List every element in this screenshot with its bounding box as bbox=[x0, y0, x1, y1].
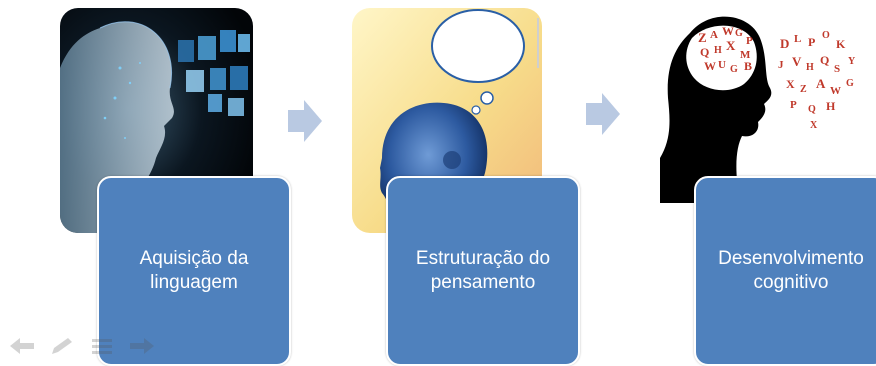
step-box-development: Desenvolvimento cognitivo bbox=[694, 176, 876, 366]
letter-glyph: P bbox=[746, 35, 753, 47]
letter-glyph: M bbox=[740, 49, 751, 61]
letter-glyph: U bbox=[718, 59, 726, 71]
letter-glyph: Z bbox=[800, 84, 807, 95]
forward-arrow-icon[interactable] bbox=[128, 336, 156, 356]
step-box-acquisition: Aquisição da linguagem bbox=[97, 176, 291, 366]
letter-glyph: B bbox=[744, 59, 752, 73]
letter-glyph: G bbox=[735, 28, 743, 39]
letter-glyph: Q bbox=[808, 104, 816, 115]
back-arrow-icon[interactable] bbox=[8, 336, 36, 356]
letter-glyph: K bbox=[836, 37, 846, 51]
letter-glyph: H bbox=[806, 62, 814, 73]
step-label-acquisition: Aquisição da linguagem bbox=[139, 248, 249, 293]
step-box-structuring: Estruturação do pensamento bbox=[386, 176, 580, 366]
step-label-structuring: Estruturação do pensamento bbox=[415, 248, 551, 293]
letter-glyph: A bbox=[710, 29, 718, 41]
letter-glyph: V bbox=[792, 54, 802, 69]
right-arrow-icon bbox=[586, 93, 620, 135]
right-arrow-icon bbox=[288, 100, 322, 142]
letter-glyph: W bbox=[704, 59, 716, 73]
letter-glyph: P bbox=[808, 35, 815, 49]
letter-glyph: Y bbox=[848, 56, 856, 67]
letter-glyph: Q bbox=[700, 45, 709, 59]
letter-glyph: J bbox=[778, 59, 784, 71]
letter-glyph: Z bbox=[698, 30, 707, 45]
letter-glyph: W bbox=[830, 85, 841, 97]
letter-glyph: H bbox=[714, 45, 722, 56]
letter-glyph: D bbox=[780, 36, 789, 51]
pen-icon[interactable] bbox=[48, 336, 76, 356]
letter-glyph: P bbox=[790, 99, 797, 111]
letter-glyph: X bbox=[810, 120, 818, 131]
slide-controls bbox=[8, 336, 156, 356]
step-label-development: Desenvolvimento cognitivo bbox=[718, 248, 864, 293]
letter-glyph: W bbox=[722, 24, 734, 38]
letter-glyph: H bbox=[826, 99, 836, 113]
letter-glyph: S bbox=[834, 63, 840, 75]
letter-glyph: A bbox=[816, 76, 826, 91]
menu-icon[interactable] bbox=[88, 336, 116, 356]
letter-glyph: O bbox=[822, 30, 830, 41]
letter-glyph: L bbox=[794, 33, 801, 45]
letter-glyph: X bbox=[726, 38, 736, 53]
letter-glyph: G bbox=[730, 64, 738, 75]
letter-glyph: G bbox=[846, 78, 854, 89]
letter-glyph: X bbox=[786, 77, 795, 91]
letter-glyph: Q bbox=[820, 53, 829, 67]
